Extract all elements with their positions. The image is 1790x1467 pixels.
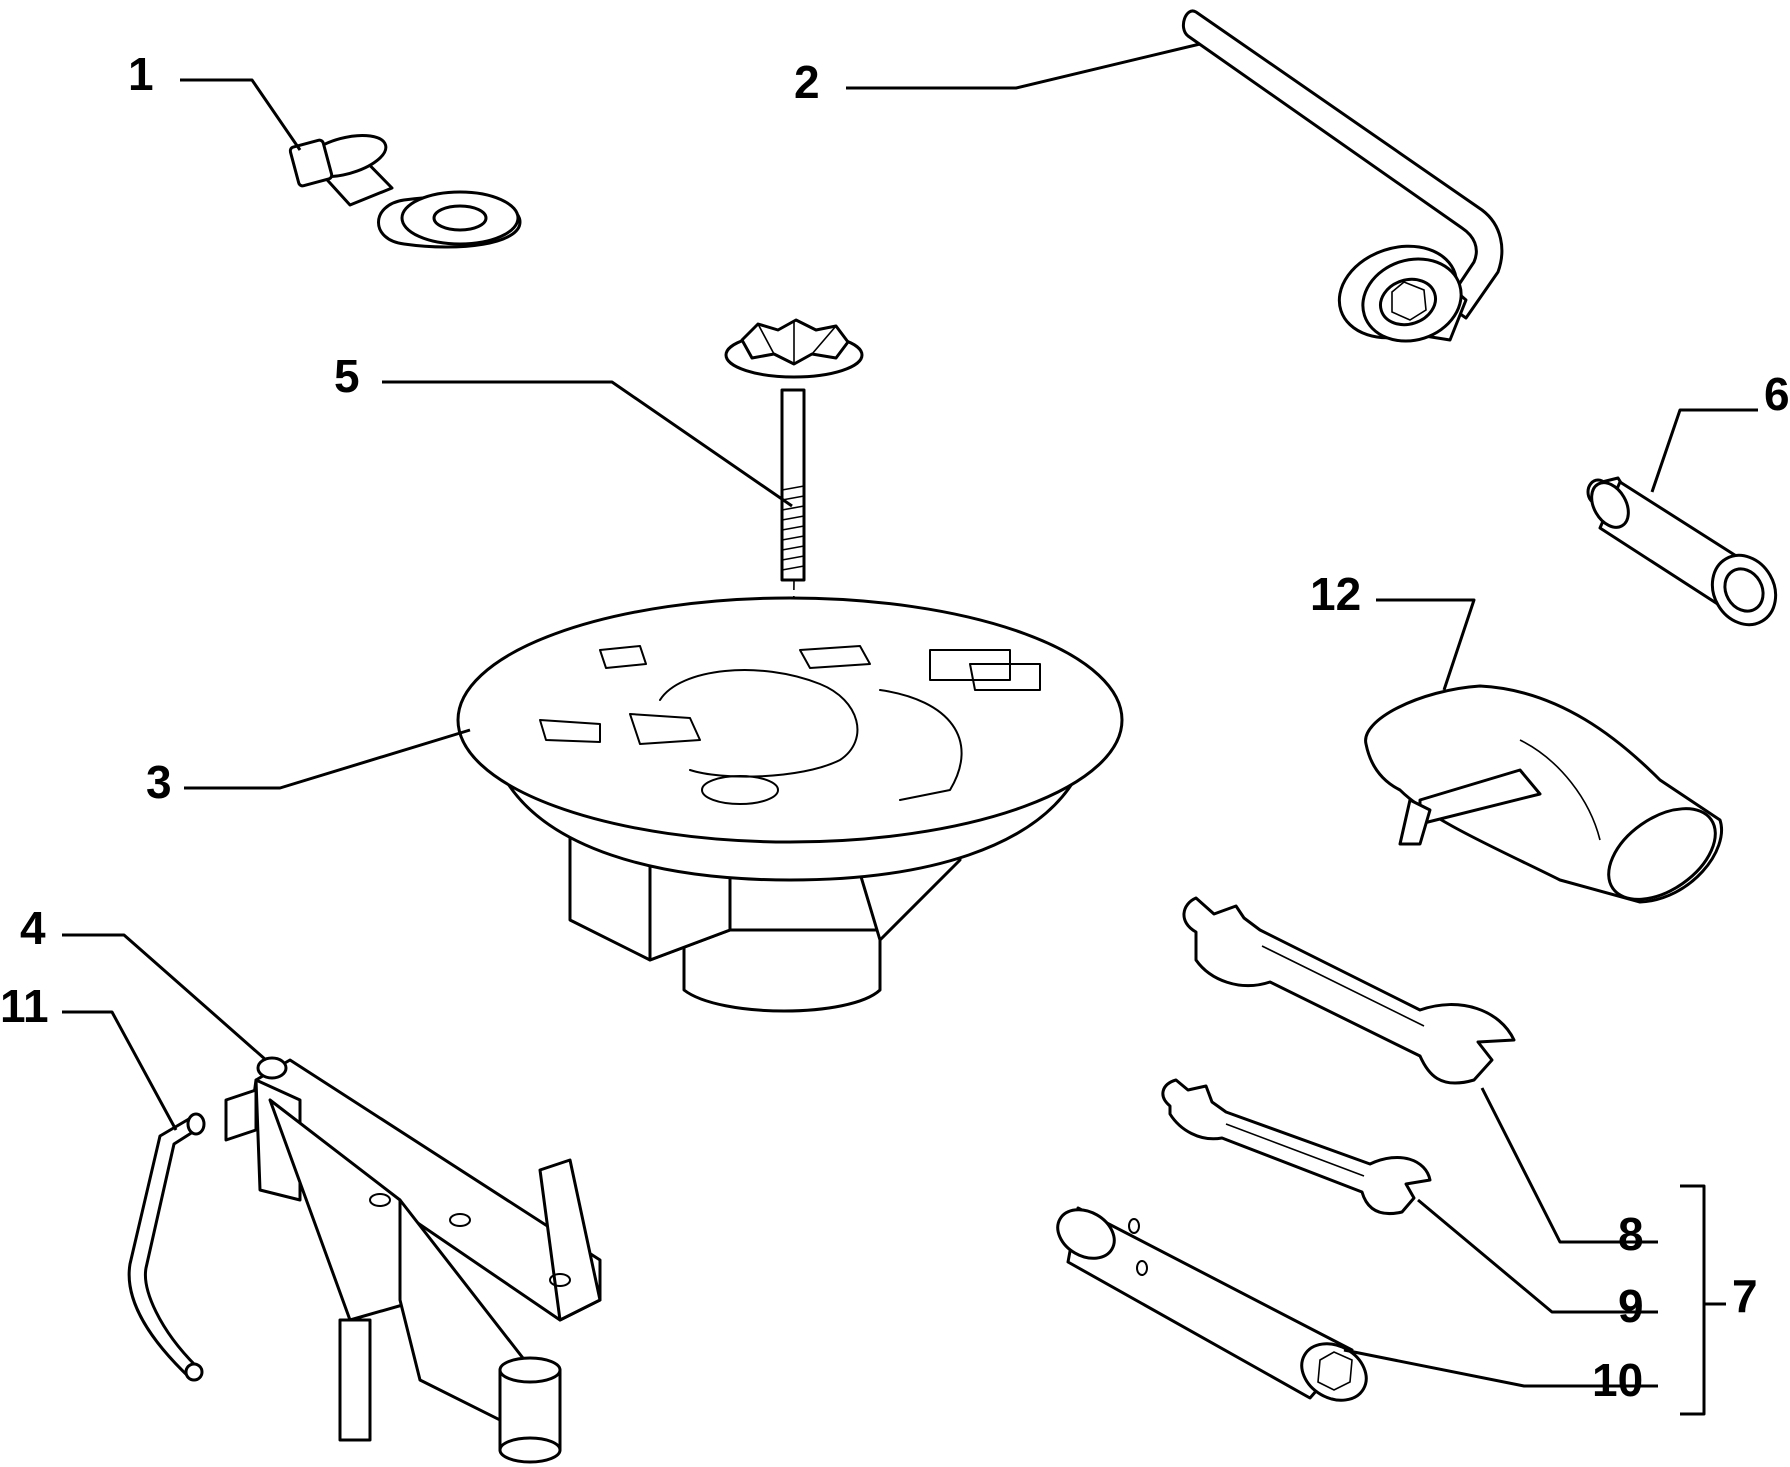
- leader-8: [1480, 1087, 1658, 1244]
- part-9-wrench-small: [1161, 1078, 1432, 1215]
- part-3-spare-wheel-holder: [456, 596, 1124, 1013]
- callout-10: 10: [1592, 1354, 1643, 1406]
- part-6-socket-adapter: [1586, 476, 1778, 627]
- callout-12: 12: [1310, 568, 1361, 620]
- callout-labels: 1 2 5 6 12 3 4 11 8 9 10 7: [0, 48, 1790, 1406]
- callout-5: 5: [334, 350, 360, 402]
- callout-9: 9: [1618, 1280, 1644, 1332]
- leader-1: [180, 78, 302, 151]
- callout-8: 8: [1618, 1208, 1644, 1260]
- leader-lines: [62, 42, 1758, 1416]
- part-2-wheel-wrench: [1182, 9, 1504, 343]
- callout-4: 4: [20, 902, 46, 954]
- part-12-tool-bag: [1364, 684, 1723, 904]
- leader-9: [1417, 1198, 1658, 1314]
- part-11-jack-handle: [127, 1112, 206, 1382]
- part-4-scissor-jack: [224, 1056, 602, 1464]
- part-5-bolt: [724, 318, 864, 761]
- leader-5: [382, 380, 793, 508]
- leader-4: [62, 933, 267, 1062]
- part-1-tow-eye: [288, 133, 522, 249]
- callout-11: 11: [0, 980, 49, 1032]
- leader-12: [1376, 598, 1476, 691]
- group-bracket-7: [1680, 1184, 1726, 1416]
- callout-3: 3: [146, 756, 172, 808]
- callout-1: 1: [128, 48, 154, 100]
- part-8-wrench-large: [1182, 896, 1516, 1085]
- leader-6: [1650, 408, 1758, 493]
- leader-10: [1343, 1348, 1658, 1388]
- leader-2: [846, 42, 1201, 90]
- leader-3: [184, 728, 471, 790]
- callout-7: 7: [1732, 1270, 1758, 1322]
- part-10-box-spanner: [1056, 1206, 1368, 1402]
- callout-6: 6: [1764, 368, 1790, 420]
- leader-11: [62, 1010, 178, 1131]
- callout-2: 2: [794, 56, 820, 108]
